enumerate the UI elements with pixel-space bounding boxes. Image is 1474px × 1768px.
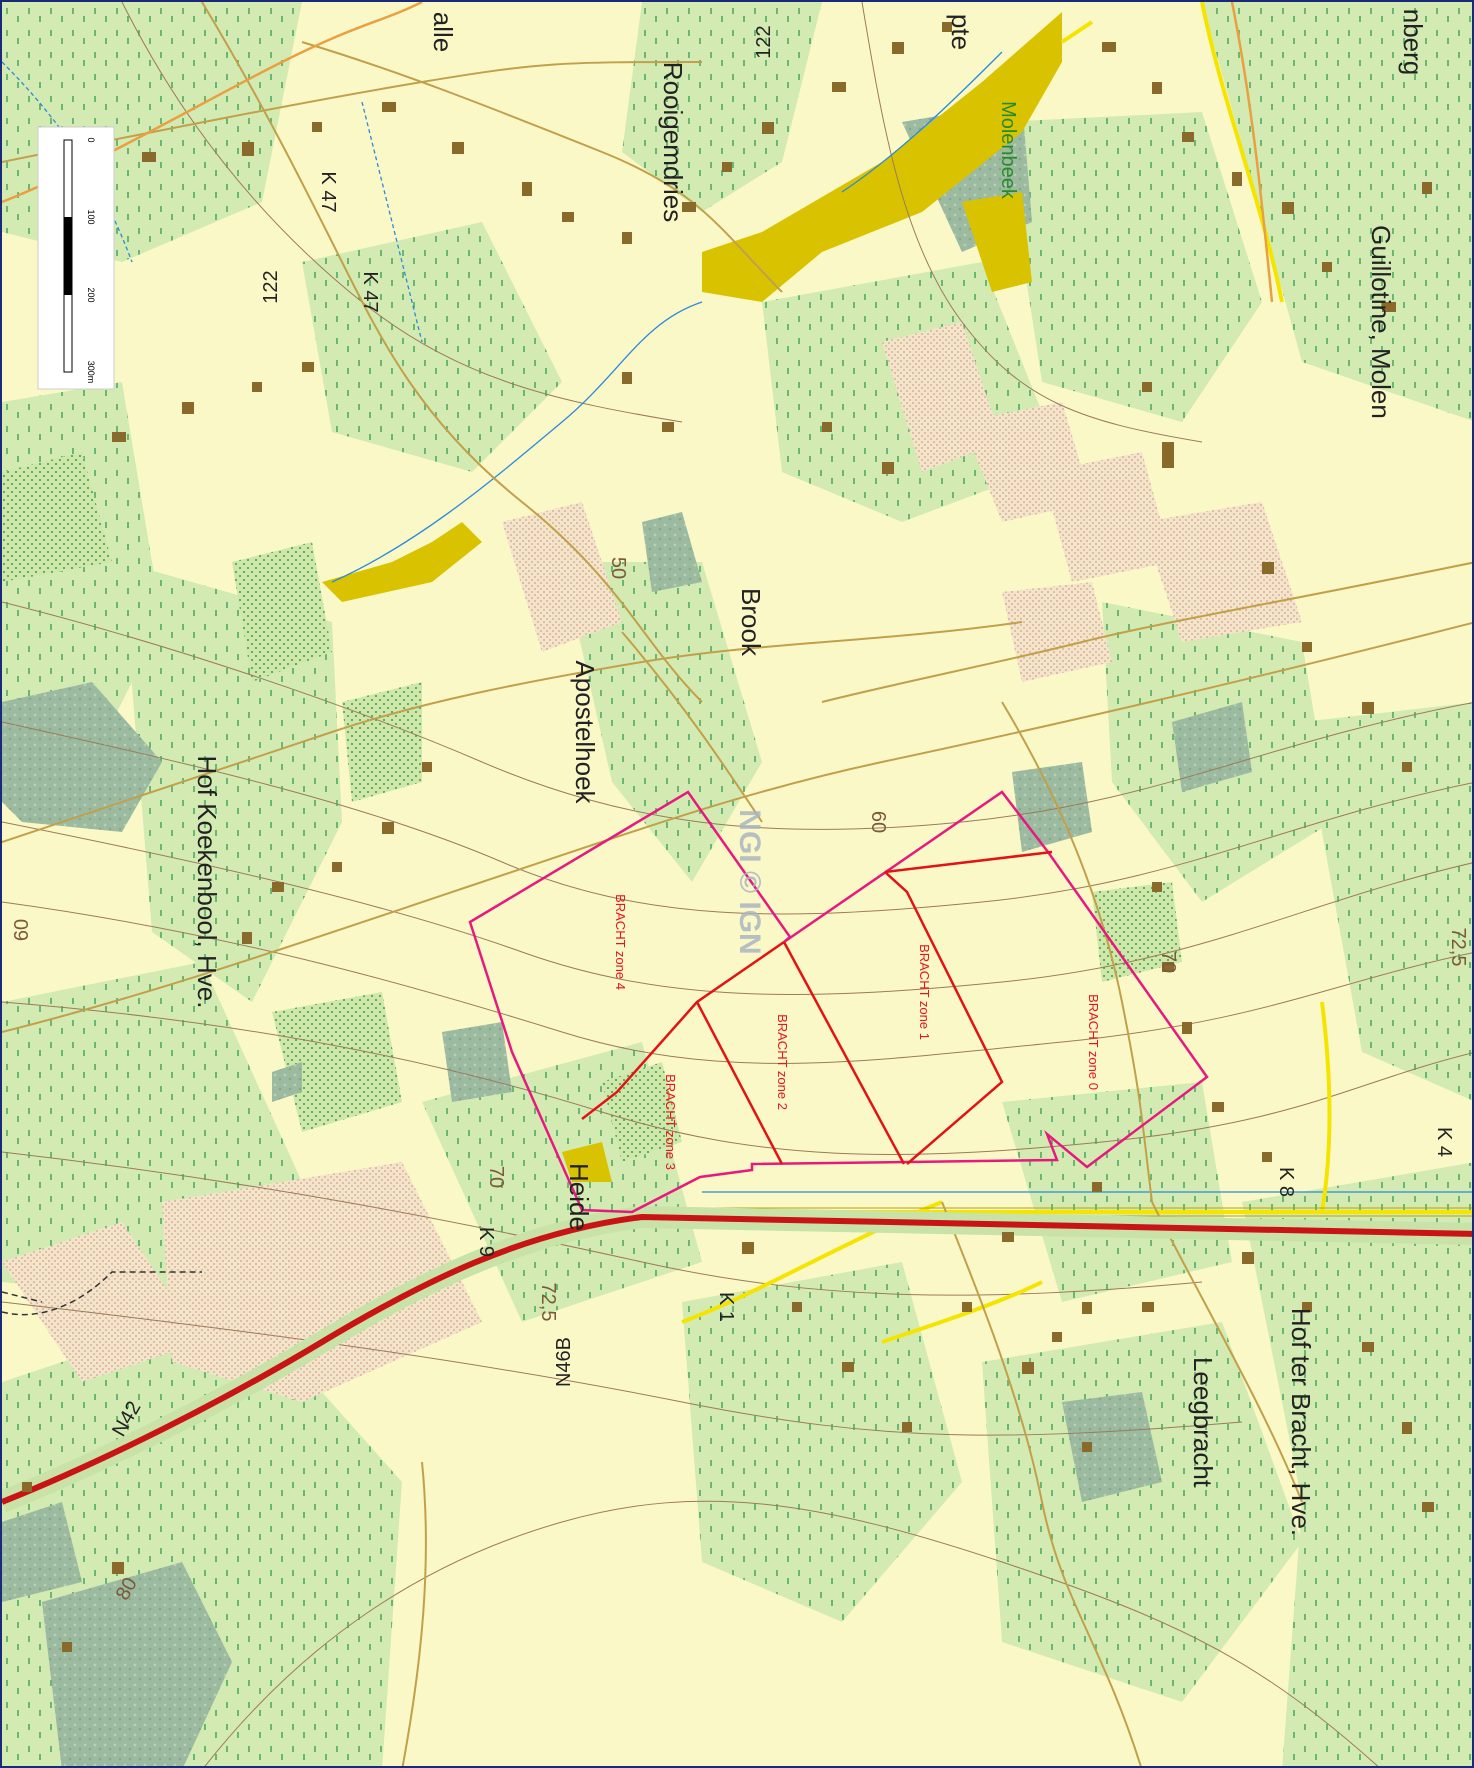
road-label-122-a: 122 (753, 25, 775, 58)
place-label-nberg: nberg (1398, 9, 1428, 76)
buildings (22, 22, 1434, 1652)
place-label-molenbeek: Molenbeek (997, 101, 1019, 200)
place-label-apostelhoek: Apostelhoek (570, 660, 600, 804)
zone-label-4: BRACHT zone 4 (613, 894, 628, 990)
road-label-k1: K 1 (715, 1292, 737, 1322)
zone-label-0: BRACHT zone 0 (1086, 994, 1101, 1090)
stippled-areas (2, 322, 1302, 1402)
road-label-k8: K 8 (1275, 1167, 1297, 1197)
contour-label-60-b: 60 (11, 919, 33, 941)
road-label-n46b: N46B (553, 1337, 575, 1387)
contour-labels: 50 60 60 70 70 72,5 72,5 80 (11, 557, 1469, 1604)
road-label-k47-a: K 47 (317, 171, 339, 212)
place-label-leegbracht: Leegbracht (1188, 1357, 1218, 1488)
scale-tick-300m: 300m (86, 361, 96, 384)
place-label-guillotine-molen: Guillotine, Molen (1366, 225, 1396, 419)
scale-tick-0: 0 (86, 137, 96, 142)
contour-label-72-5-b: 72,5 (537, 1283, 559, 1322)
contour-label-70-b: 70 (485, 1166, 507, 1188)
place-label-hof-ter-bracht: Hof ter Bracht, Hve. (1286, 1308, 1316, 1536)
zone-dividers (581, 850, 1053, 1165)
contour-label-72-5-a: 72,5 (1447, 928, 1469, 967)
contour-label-50: 50 (607, 557, 629, 579)
contour-label-70-a: 70 (1157, 951, 1179, 973)
dashed-boundary (2, 1271, 202, 1316)
main-road-n42 (2, 1205, 1472, 1513)
road-label-k4: K 4 (1433, 1127, 1455, 1157)
zone-label-3: BRACHT zone 3 (663, 1074, 678, 1170)
zone-label-2: BRACHT zone 2 (775, 1014, 790, 1110)
scale-tick-100: 100 (86, 209, 96, 224)
road-label-k47-b: K 47 (359, 271, 381, 312)
zone-label-1: BRACHT zone 1 (917, 944, 932, 1040)
wetland-areas (322, 12, 1062, 1182)
zone-outline (468, 790, 1209, 1214)
scale-bar: 0 100 200 300m (37, 126, 115, 390)
road-label-122-b: 122 (260, 270, 282, 303)
orchard-areas (2, 452, 1182, 1162)
place-label-pte: pte (946, 14, 976, 50)
place-label-rooigemdries: Rooigemdries (658, 62, 688, 222)
water-lines (2, 51, 1472, 1193)
watermark: NGI © IGN (733, 809, 766, 954)
place-label-alle: alle (428, 12, 458, 52)
contour-label-60-a: 60 (867, 811, 889, 833)
place-label-hof-koekenbool: Hof Koekenbool, Hve. (192, 756, 222, 1009)
place-label-brook: Brook (736, 588, 766, 657)
place-label-heide: Heide (564, 1163, 594, 1231)
scale-tick-200: 200 (86, 287, 96, 302)
place-labels: Rooigemdries Molenbeek Guillotine, Molen… (192, 9, 1428, 1536)
road-label-k9: K 9 (475, 1227, 497, 1257)
